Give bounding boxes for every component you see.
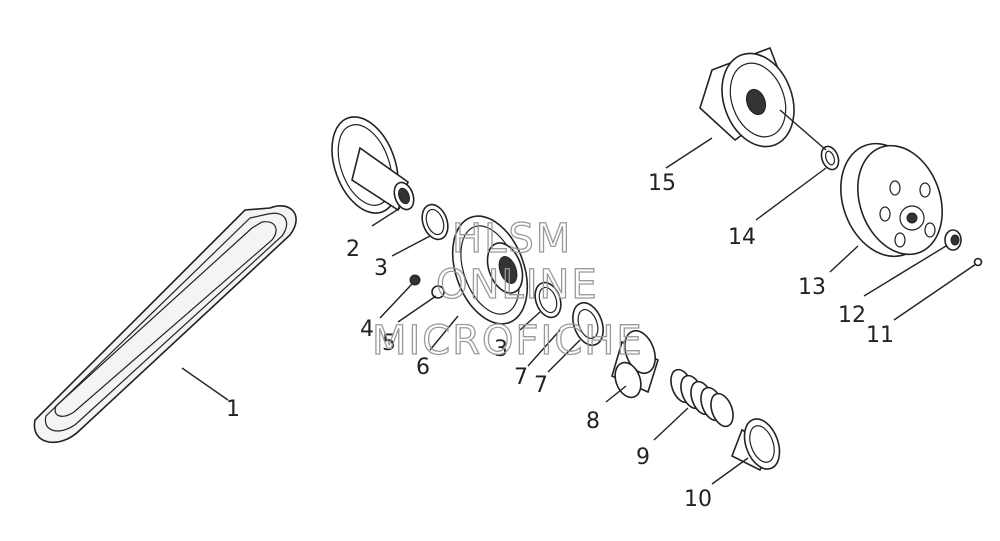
- watermark-line-2: ONLINE: [436, 262, 599, 308]
- spring-seat-collar: [611, 329, 659, 399]
- small-washer: [973, 257, 983, 267]
- callout-14: 14: [728, 225, 756, 250]
- callout-8: 8: [586, 409, 600, 434]
- compression-spring: [670, 368, 734, 428]
- callout-7-right: 7: [534, 373, 548, 398]
- callout-5: 5: [382, 331, 396, 356]
- callout-6: 6: [416, 355, 430, 380]
- o-ring-lower: [534, 281, 562, 319]
- callout-3-upper: 3: [374, 256, 388, 281]
- callout-9: 9: [636, 445, 650, 470]
- callout-7-left: 7: [514, 365, 528, 390]
- callout-1: 1: [226, 397, 240, 422]
- callout-15: 15: [648, 171, 676, 196]
- watermark-line-1: HLSM: [452, 216, 572, 262]
- washer: [820, 145, 840, 171]
- driven-face-fixed: [331, 116, 415, 214]
- callout-12: 12: [838, 303, 866, 328]
- watermark-line-3: MICROFICHE: [372, 318, 644, 364]
- callout-labels: 1 2 3 4 5 6 3 7 7 8 9 10 11 12 13 14 15: [226, 171, 894, 512]
- callout-11: 11: [866, 323, 894, 348]
- clutch-nut: [944, 229, 962, 251]
- callout-10: 10: [684, 487, 712, 512]
- drive-belt: [33, 205, 297, 444]
- callout-13: 13: [798, 275, 826, 300]
- clutch-outer-drum: [840, 142, 943, 258]
- leader-lines: [181, 109, 977, 485]
- watermark: HLSM ONLINE MICROFICHE: [371, 215, 644, 364]
- callout-3-lower: 3: [494, 337, 508, 362]
- guide-pin: [409, 274, 421, 286]
- guide-roller: [431, 285, 445, 299]
- callout-4: 4: [360, 317, 374, 342]
- spring-cup: [730, 418, 781, 472]
- o-ring-upper: [421, 203, 449, 241]
- clutch-shoe-assembly: [699, 46, 795, 148]
- oil-seal: [572, 301, 604, 347]
- callout-2: 2: [346, 237, 360, 262]
- driven-face-movable: [451, 215, 529, 325]
